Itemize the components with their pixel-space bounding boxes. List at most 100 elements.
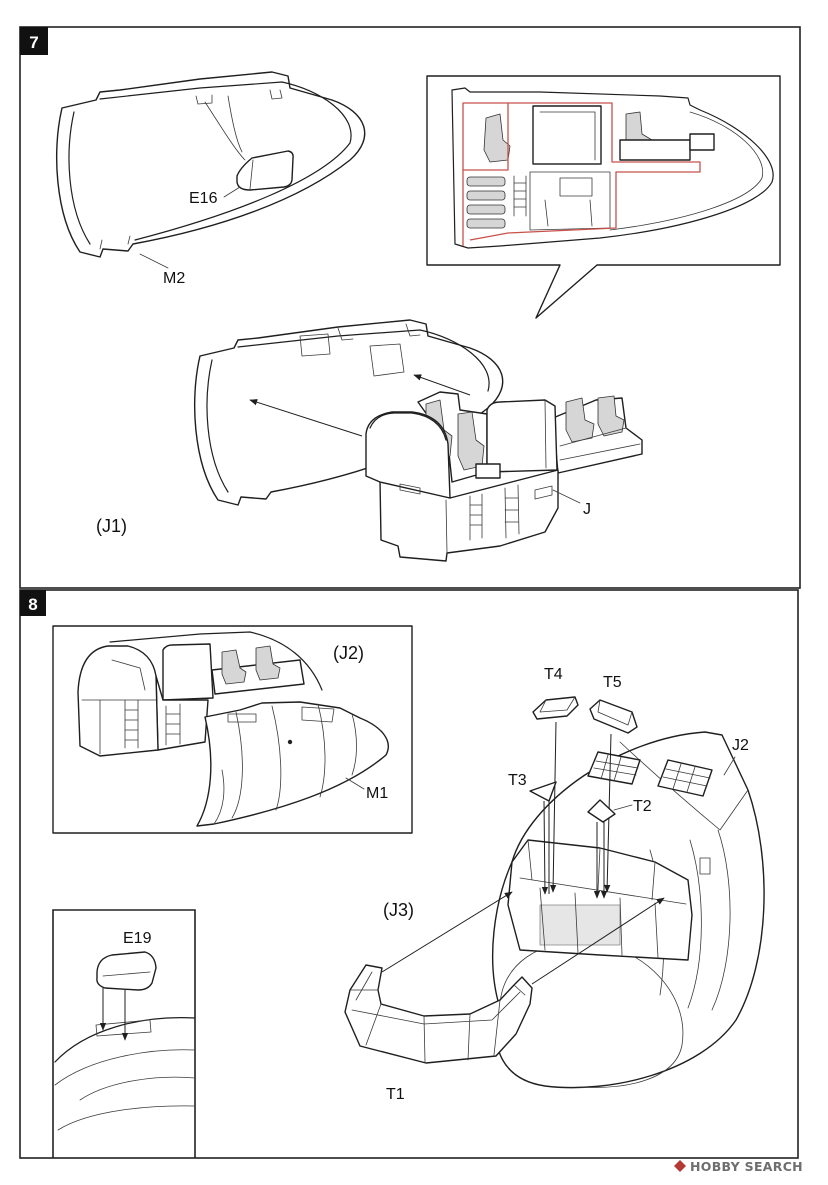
j-front-bulkhead <box>365 411 451 499</box>
j-front-bulkhead-top <box>369 412 447 441</box>
m1-shell <box>196 701 389 827</box>
part-t4-shape <box>532 696 579 720</box>
cutaway-fuselage-shell <box>451 87 774 249</box>
cutaway-nose-inner <box>609 111 764 231</box>
watermark-text: HOBBY SEARCH <box>690 1159 803 1174</box>
e19-mount-slot <box>95 1019 152 1037</box>
step-8-number: 8 <box>28 595 37 614</box>
j-rear-seats <box>565 395 625 443</box>
label-t3: T3 <box>508 772 527 789</box>
j-console-box <box>475 463 501 479</box>
m2-leader-line <box>139 253 169 269</box>
label-t2: T2 <box>633 798 652 815</box>
j2-hatch-left <box>587 751 641 785</box>
step-7-number: 7 <box>29 33 38 52</box>
step-8-frame <box>19 589 799 1159</box>
e19-detail-inset: E19 <box>52 909 196 1158</box>
part-t1-window-frames <box>349 971 526 1063</box>
j2-top-rail <box>109 631 323 691</box>
m1-leader-line <box>345 777 365 790</box>
label-e19: E19 <box>123 930 152 947</box>
t2-leader-line <box>613 804 633 811</box>
t4-insert-arrow <box>549 721 557 893</box>
bench <box>466 218 506 229</box>
part-t1-outline <box>344 964 533 1064</box>
j2-middle-bulkhead <box>162 643 214 701</box>
cockpit-tub-j <box>365 391 643 562</box>
j-insert-arrow-upper <box>413 374 471 396</box>
label-t4: T4 <box>544 666 563 683</box>
canopy-m2-inner-edge <box>68 81 352 245</box>
j-lower-body-details <box>445 484 553 554</box>
label-t1: T1 <box>386 1086 405 1103</box>
m1-hatch <box>301 706 335 723</box>
hobby-search-logo-icon <box>674 1160 686 1172</box>
fuselage-nose-j2 <box>492 731 765 1089</box>
label-j3: (J3) <box>383 900 414 920</box>
t1-insert-arrow-right <box>531 897 665 985</box>
part-t5-shape <box>589 699 638 734</box>
part-t1-windshield <box>344 964 533 1064</box>
j-insert-arrow-lower <box>249 399 363 437</box>
bench <box>466 190 506 201</box>
label-j: J <box>583 501 591 518</box>
label-j1: (J1) <box>96 516 127 536</box>
t3-insert-arrow-a <box>541 800 549 895</box>
step-7-panel: 7 E16 M2 <box>19 26 801 589</box>
label-t5: T5 <box>603 674 622 691</box>
cutaway-red-outline <box>462 102 701 246</box>
j2-hatch-left-grille <box>593 754 639 782</box>
j2-leader-line <box>723 756 736 776</box>
canopy-m2-part <box>56 71 366 258</box>
cutaway-doorway <box>532 105 602 165</box>
label-e16: E16 <box>189 190 218 207</box>
part-t2 <box>587 799 616 823</box>
label-m2: M2 <box>163 270 185 287</box>
canopy-m2-assembly-hatches <box>299 323 421 377</box>
m1-panel-lines <box>213 703 357 825</box>
m1-port-dot <box>287 739 293 745</box>
canopy-m2-assembly-inner <box>206 329 490 493</box>
label-j2-view: (J2) <box>333 643 364 663</box>
step-8-number-box <box>20 590 46 616</box>
cutaway-doorway-detail <box>532 111 602 165</box>
e19-inset-frame <box>52 909 196 1158</box>
j-leader-line <box>552 489 581 504</box>
e19-fuselage-lines <box>54 1049 196 1131</box>
t1-insert-arrow-left <box>381 891 513 973</box>
j2-front-bulkhead <box>77 645 159 757</box>
j-front-bulkhead-detail <box>399 483 421 495</box>
step-7-number-box <box>20 27 48 55</box>
j2-lower-bubble <box>499 941 684 1088</box>
m1-window-slot <box>227 713 257 723</box>
j2-front-bulkhead-details <box>81 659 157 755</box>
cutaway-seat-left <box>483 113 511 163</box>
bench <box>466 176 506 187</box>
label-j2: J2 <box>732 737 749 754</box>
j-middle-bulkhead <box>486 399 558 473</box>
part-e16 <box>236 150 294 191</box>
part-t3 <box>529 781 557 802</box>
cutaway-panel <box>689 133 715 151</box>
cutaway-ladder <box>513 175 527 217</box>
part-e19-edge <box>102 971 151 977</box>
step-8-panel: 8 M1 (J2) <box>19 589 799 1159</box>
j2-side-slot <box>699 857 711 875</box>
part-t4 <box>532 696 579 720</box>
j2-rear-seats <box>221 645 281 685</box>
part-e16-edge <box>249 159 254 190</box>
j2-hatch-right <box>657 759 713 797</box>
part-t5-edge <box>597 699 633 726</box>
step-7-frame <box>19 26 801 589</box>
j-middle-bulkhead-edge <box>544 399 547 469</box>
j2-assembled-inset: M1 (J2) <box>52 625 413 834</box>
bench <box>466 204 506 215</box>
cutaway-benches <box>466 176 506 229</box>
j2-cockpit-interior <box>539 904 621 946</box>
canopy-m2-details <box>99 89 283 250</box>
label-m1: M1 <box>366 785 388 802</box>
j-rear-deck-detail <box>559 427 641 461</box>
m1-shell-outline <box>196 701 389 827</box>
cutaway-detail-callout <box>426 75 781 319</box>
